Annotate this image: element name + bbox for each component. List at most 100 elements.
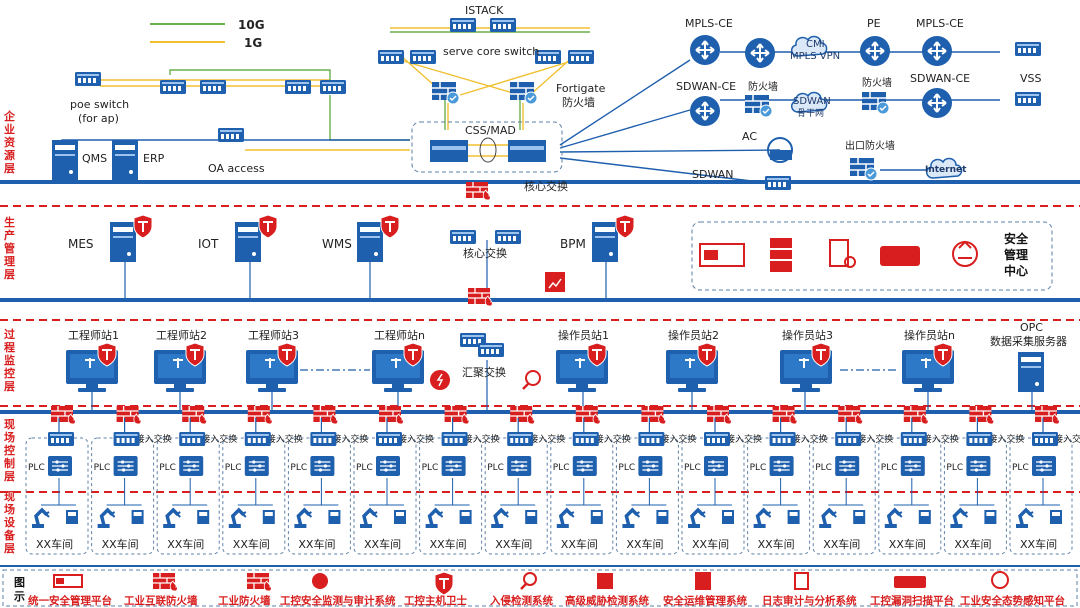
- legend-item-label: 工控主机卫士: [404, 594, 467, 607]
- plc-icon: [440, 455, 467, 477]
- field-industrial-firewall-icon: [771, 405, 798, 425]
- access-switch-icon: [507, 432, 534, 446]
- qms-server-icon: [52, 140, 78, 180]
- ap-switch-1: [160, 80, 186, 94]
- industrial-firewall-icon: [246, 572, 273, 592]
- agg-switch-2: [478, 343, 504, 357]
- workshop-label: XX车间: [954, 537, 991, 551]
- sdwan-label: SDWAN: [692, 168, 733, 181]
- layer-label-field-control: 现场控制层: [3, 418, 15, 483]
- robot-arm-icon: [423, 508, 445, 530]
- field-cell-box: [681, 437, 745, 555]
- field-device-icon: [66, 510, 78, 524]
- oa-access-label: OA access: [208, 162, 265, 175]
- access-switch-icon: [900, 432, 927, 446]
- ops-management-icon: [695, 572, 711, 590]
- legend-item: 日志审计与分析系统: [762, 572, 857, 607]
- field-device-icon: [394, 510, 406, 524]
- cmi-label: CMI: [806, 39, 825, 50]
- workstation-op-1: 操作员站1: [556, 328, 609, 392]
- field-cell-box: [878, 437, 942, 555]
- istack-switch-2: [490, 18, 516, 32]
- plc-icon: [112, 455, 139, 477]
- ap-switch-4: [320, 80, 346, 94]
- field-cell-box: [812, 437, 876, 555]
- log-audit-icon: [794, 572, 809, 590]
- mpls-ce-label-2: MPLS-CE: [916, 17, 964, 30]
- field-device-icon: [590, 510, 603, 524]
- access-switch-label: 接入交换: [660, 433, 696, 445]
- plc-label: PLC: [684, 463, 701, 473]
- plc-label: PLC: [553, 463, 570, 473]
- plc-label: PLC: [159, 463, 176, 473]
- firewall-icon-2: [861, 91, 890, 115]
- fortigate-label: Fortigate: [556, 82, 606, 95]
- robot-arm-icon: [948, 508, 970, 530]
- agg-switch-label: 汇聚交换: [462, 365, 506, 379]
- legend-item-label: 工业防火墙: [218, 594, 271, 607]
- mes-host-guard-icon: [133, 214, 153, 239]
- access-switch-label: 接入交换: [136, 433, 172, 445]
- plc-label: PLC: [422, 463, 439, 473]
- access-switch-icon: [769, 432, 796, 446]
- access-switch-label: 接入交换: [267, 433, 303, 445]
- field-industrial-firewall-icon: [968, 405, 995, 425]
- qms-label: QMS: [82, 152, 107, 165]
- legend-items: 统一安全管理平台工业互联防火墙工业防火墙工控安全监测与审计系统工控主机卫士 入侵检…: [28, 571, 1065, 607]
- legend-item-label: 工控安全监测与审计系统: [280, 594, 396, 607]
- field-device-icon: [853, 510, 866, 524]
- plc-icon: [47, 455, 73, 477]
- erp-server-icon: [112, 140, 138, 180]
- robot-arm-icon: [30, 508, 51, 530]
- field-industrial-firewall-icon: [837, 405, 864, 425]
- plc-icon: [900, 455, 926, 477]
- plc-label: PLC: [946, 463, 963, 473]
- serve-core-switch-4: [568, 50, 594, 64]
- field-device-icon: [787, 510, 800, 524]
- legend-item: 统一安全管理平台: [28, 574, 112, 607]
- field-industrial-firewall-icon: [706, 405, 733, 425]
- plc-icon: [506, 455, 532, 477]
- workstation-label: 工程师站n: [374, 328, 425, 342]
- access-switch-label: 接入交换: [201, 433, 237, 445]
- poe-switch-icon: [75, 72, 101, 86]
- access-switch-icon: [835, 432, 862, 446]
- robot-arm-icon: [1014, 508, 1035, 530]
- access-switch-icon: [179, 432, 206, 446]
- workstation-label: 工程师站1: [68, 328, 119, 342]
- exit-firewall-icon: [849, 157, 878, 181]
- legend-item-label: 安全运维管理系统: [663, 594, 747, 607]
- legend-item: 工业互联防火墙: [124, 572, 198, 607]
- field-cell-box: [550, 437, 614, 555]
- robot-arm-icon: [227, 508, 248, 530]
- css-core-switch-1: [430, 140, 468, 162]
- mpls-ce-label-1: MPLS-CE: [685, 17, 733, 30]
- legend-item: 入侵检测系统: [490, 572, 553, 607]
- workshop-label: XX车间: [692, 537, 729, 551]
- wms-server-icon: [357, 222, 383, 262]
- plc-icon: [703, 455, 729, 477]
- robot-arm-icon: [358, 508, 379, 530]
- opc-sub-label: 数据采集服务器: [990, 334, 1067, 348]
- workstation-eng-1: 工程师站1: [66, 328, 119, 392]
- workstation-op-3: 操作员站3: [780, 328, 833, 392]
- process-links: [91, 360, 1033, 412]
- workstation-label: 操作员站2: [668, 328, 719, 342]
- workstation-eng-3: 工程师站3: [246, 328, 299, 392]
- css-mad-label: CSS/MAD: [465, 124, 516, 137]
- unified-platform-icon: [53, 574, 83, 588]
- access-switch-label: 接入交换: [332, 433, 368, 445]
- sdwan-ce-label-1: SDWAN-CE: [676, 80, 736, 93]
- legend-item-label: 统一安全管理平台: [28, 594, 112, 607]
- serve-core-switch-label: serve core switch: [443, 45, 539, 58]
- security-center-line-2: 管理: [1004, 247, 1028, 262]
- firewall-icon-1: [744, 94, 773, 118]
